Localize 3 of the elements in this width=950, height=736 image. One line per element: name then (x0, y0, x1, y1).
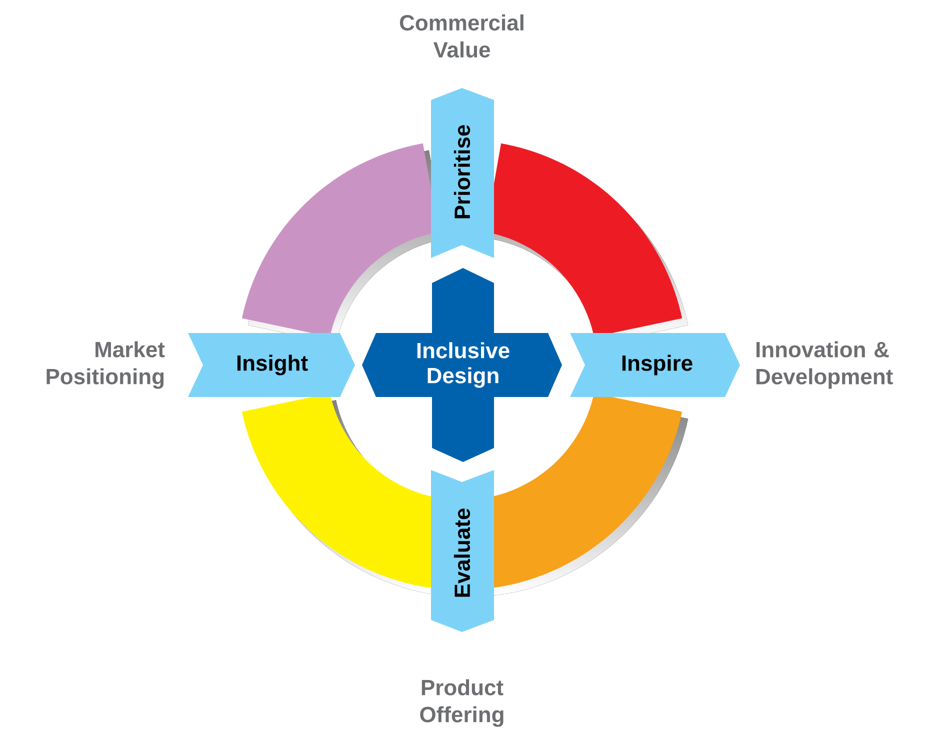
axis-label: Commercial Value (400, 14, 524, 58)
axis-label: Product Offering (420, 679, 504, 727)
axis-label: Market Positioning (46, 341, 165, 389)
